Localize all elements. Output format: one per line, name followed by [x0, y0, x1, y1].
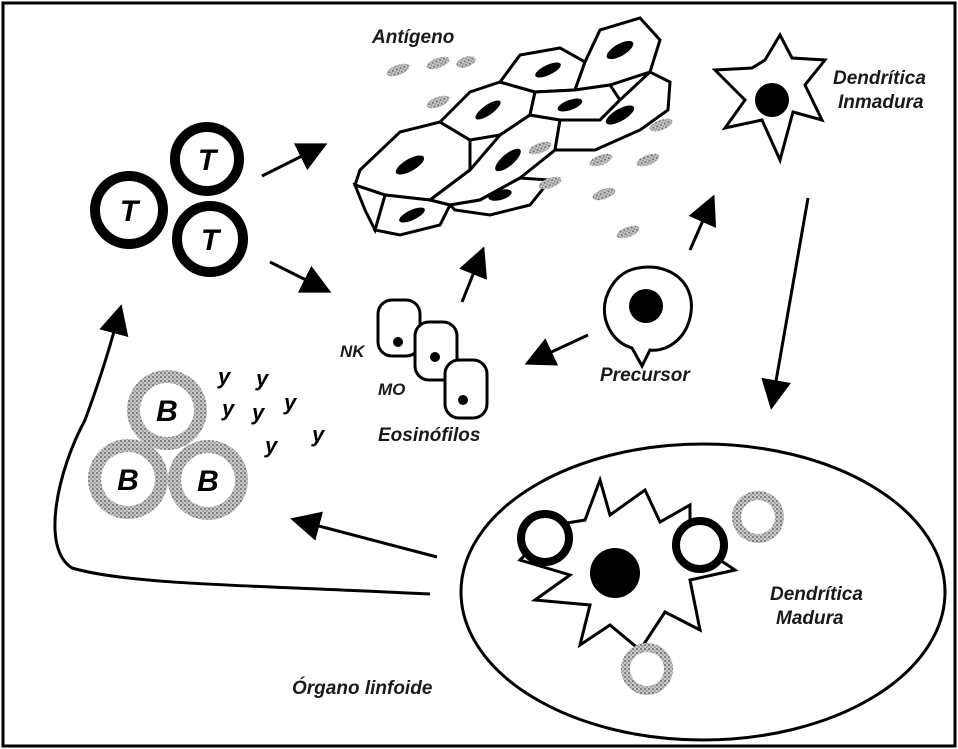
nk-label: NK: [340, 342, 366, 361]
t-cell-organ: [676, 521, 724, 569]
t-cell-letter: T: [198, 144, 219, 177]
lymphoid-organ-label: Órgano linfoide: [292, 677, 433, 699]
t-cell: T: [175, 127, 239, 191]
t-cell-letter: T: [120, 195, 141, 228]
precursor-label: Precursor: [600, 365, 691, 386]
antibody-icon: y: [283, 390, 298, 415]
antibody-icon: y: [217, 364, 232, 389]
b-cell: B: [88, 439, 168, 519]
antigen-label: Antígeno: [371, 27, 454, 48]
t-cell-organ: [521, 514, 569, 562]
antibody-icon: y: [251, 400, 266, 425]
mature-dendritic-label: Dendrítica: [770, 584, 863, 605]
b-cell: B: [168, 440, 248, 520]
eosinophils-label: Eosinófilos: [378, 425, 480, 446]
t-cell-letter: T: [201, 224, 222, 257]
b-cell-letter: B: [156, 395, 178, 428]
b-cell: B: [127, 370, 207, 450]
t-cell: T: [95, 176, 163, 244]
antibody-icon: y: [264, 433, 279, 458]
immature-dendritic-label: Dendrítica: [833, 68, 926, 89]
immature-dendritic-label-2: Inmadura: [838, 92, 924, 113]
mo-label: MO: [378, 380, 405, 399]
lymphoid-organ: [461, 444, 945, 740]
antibody-icon: y: [255, 366, 270, 391]
antibody-icon: y: [221, 396, 236, 421]
b-cell-letter: B: [117, 464, 139, 497]
mature-dendritic-label-2: Madura: [776, 608, 844, 629]
antibody-icon: y: [311, 422, 326, 447]
b-cell-letter: B: [197, 465, 219, 498]
t-cell: T: [177, 206, 243, 272]
